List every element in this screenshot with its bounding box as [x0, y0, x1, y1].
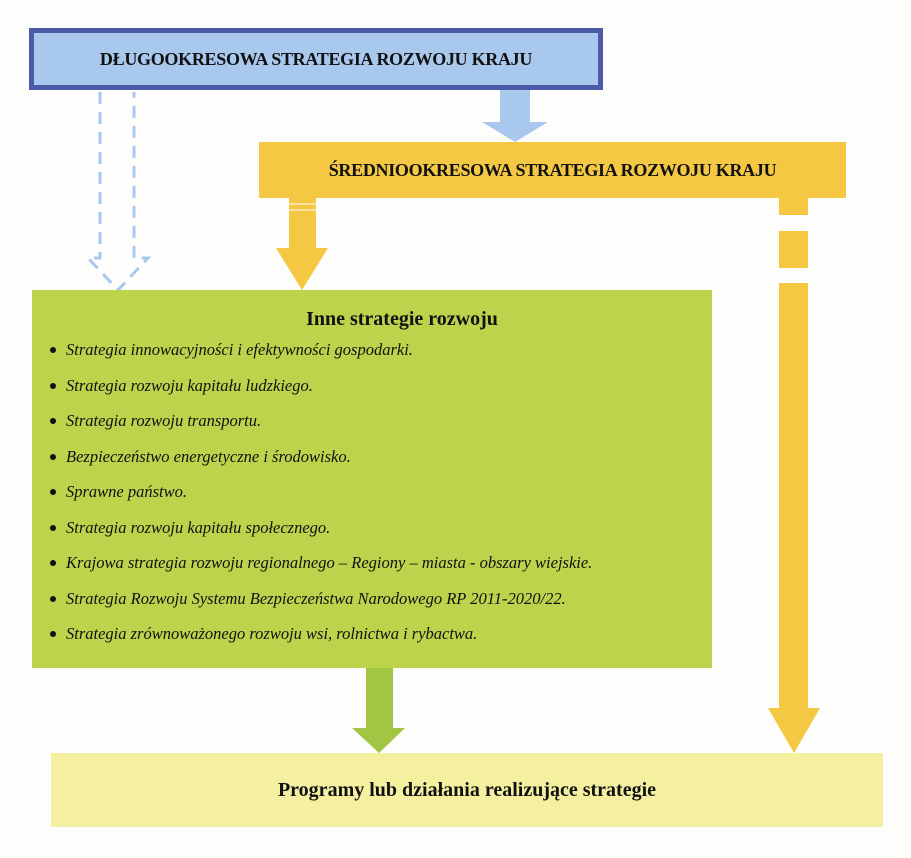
other-strategies-list: Strategia innowacyjności i efektywności …	[32, 332, 592, 652]
other-strategies-box: Inne strategie rozwoju Strategia innowac…	[32, 290, 712, 668]
mid-term-strategy-label: ŚREDNIOOKRESOWA STRATEGIA ROZWOJU KRAJU	[328, 159, 777, 180]
list-item: Strategia innowacyjności i efektywności …	[49, 332, 592, 368]
list-item: Strategia rozwoju kapitału społecznego.	[49, 510, 592, 546]
long-term-strategy-label: DŁUGOOKRESOWA STRATEGIA ROZWOJU KRAJU	[99, 48, 533, 69]
list-item: Sprawne państwo.	[49, 474, 592, 510]
list-item: Strategia Rozwoju Systemu Bezpieczeństwa…	[49, 581, 592, 617]
mid-term-strategy-box: ŚREDNIOOKRESOWA STRATEGIA ROZWOJU KRAJU	[259, 142, 846, 198]
list-item: Krajowa strategia rozwoju regionalnego –…	[49, 545, 592, 581]
long-term-strategy-box: DŁUGOOKRESOWA STRATEGIA ROZWOJU KRAJU	[29, 28, 603, 90]
list-item: Bezpieczeństwo energetyczne i środowisko…	[49, 439, 592, 475]
arrow-mid-to-programs	[768, 198, 820, 753]
arrow-mid-to-other	[276, 198, 328, 290]
arrow-long-to-mid	[482, 90, 548, 142]
arrow-other-to-programs	[352, 668, 405, 753]
list-item: Strategia rozwoju transportu.	[49, 403, 592, 439]
list-item: Strategia zrównoważonego rozwoju wsi, ro…	[49, 616, 592, 652]
dashed-arrow-long-to-other	[84, 92, 152, 293]
list-item: Strategia rozwoju kapitału ludzkiego.	[49, 368, 592, 404]
programs-box: Programy lub działania realizujące strat…	[51, 753, 883, 827]
programs-label: Programy lub działania realizujące strat…	[277, 778, 657, 801]
other-strategies-title: Inne strategie rozwoju	[306, 308, 498, 330]
